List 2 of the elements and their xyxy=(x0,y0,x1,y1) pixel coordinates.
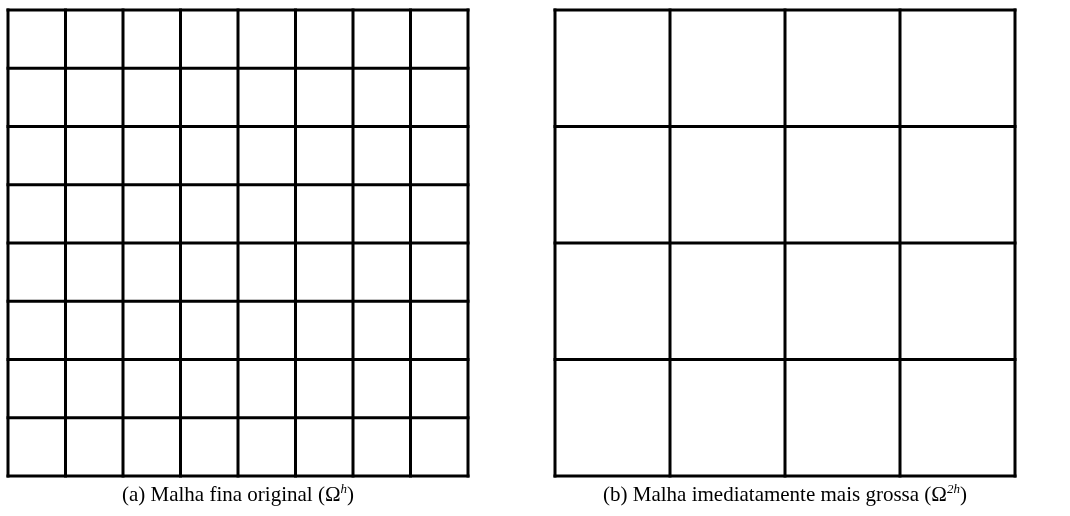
figure-caption: (a) Malha fina original (Ω$^{h}$) xyxy=(122,482,354,507)
figure-caption: (b) Malha imediatamente mais grossa (Ω$^{2h}$) xyxy=(603,482,967,507)
